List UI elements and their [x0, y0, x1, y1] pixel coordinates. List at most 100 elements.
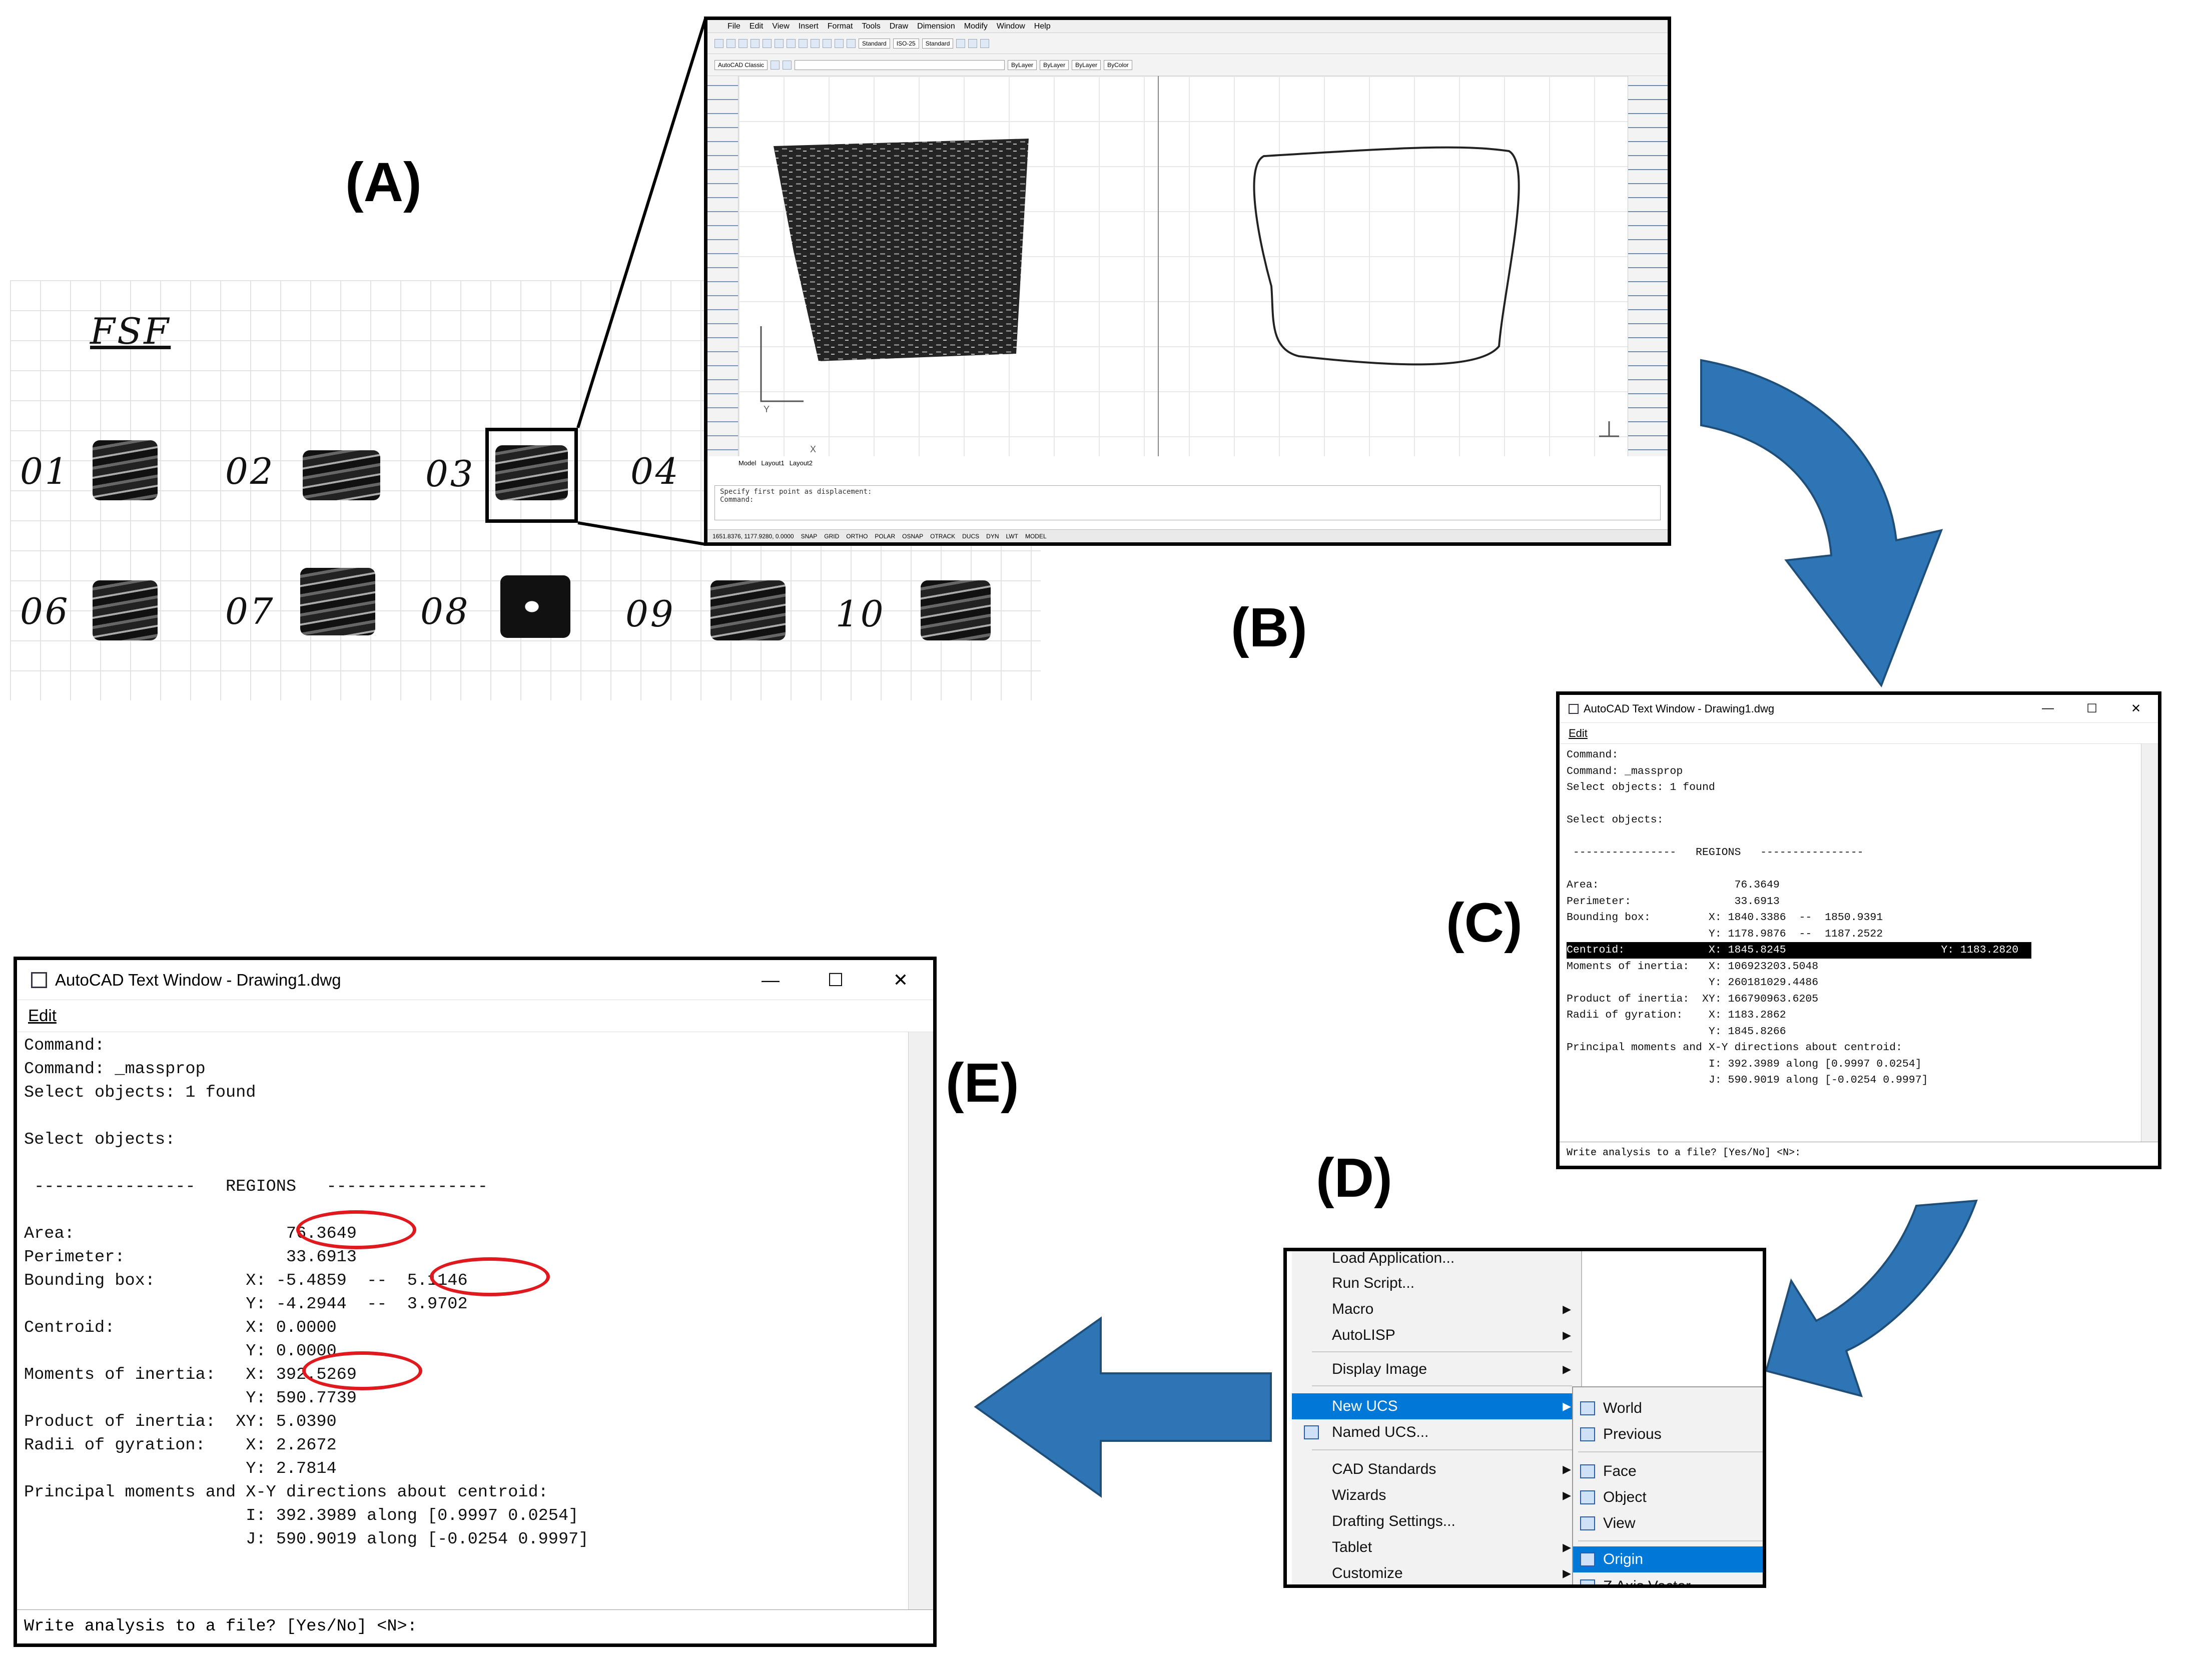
- color-layer-select[interactable]: ByLayer: [1008, 60, 1037, 70]
- menu-edit[interactable]: Edit: [28, 1006, 57, 1025]
- text-window-e: AutoCAD Text Window - Drawing1.dwg — ☐ ✕…: [14, 957, 937, 1647]
- modify-toolbar[interactable]: [1628, 76, 1668, 456]
- menu-help[interactable]: Help: [1034, 22, 1051, 31]
- menu-item-tablet[interactable]: Tablet▶: [1292, 1534, 1582, 1560]
- status-dyn[interactable]: DYN: [986, 532, 999, 540]
- tab-layout2[interactable]: Layout2: [789, 459, 813, 467]
- status-model[interactable]: MODEL: [1025, 532, 1047, 540]
- drawing-content: [760, 139, 1619, 437]
- paste-icon[interactable]: [787, 39, 796, 48]
- submenu-item-label: Object: [1603, 1489, 1647, 1505]
- submenu-item-object[interactable]: Object: [1573, 1484, 1763, 1510]
- menu-item-customize[interactable]: Customize▶: [1292, 1560, 1582, 1584]
- submenu-item-previous[interactable]: Previous: [1573, 1421, 1763, 1447]
- submenu-item-face[interactable]: Face: [1573, 1458, 1763, 1484]
- vertical-scrollbar[interactable]: [908, 1032, 933, 1609]
- menu-item-wizards[interactable]: Wizards▶: [1292, 1482, 1582, 1508]
- menu-insert[interactable]: Insert: [798, 22, 819, 31]
- layer-properties-icon[interactable]: [771, 60, 780, 70]
- tab-model[interactable]: Model: [739, 459, 757, 467]
- submenu-item-view[interactable]: View: [1573, 1510, 1763, 1536]
- status-ortho[interactable]: ORTHO: [846, 532, 868, 540]
- open-icon[interactable]: [726, 39, 735, 48]
- table-style-select[interactable]: Standard: [922, 38, 954, 49]
- pan-icon[interactable]: [823, 39, 832, 48]
- submenu-item-z-axis-vector[interactable]: Z Axis Vector: [1573, 1573, 1763, 1584]
- menu-item-macro[interactable]: Macro▶: [1292, 1296, 1582, 1322]
- tab-layout1[interactable]: Layout1: [761, 459, 785, 467]
- draw-toolbar[interactable]: [707, 76, 739, 456]
- layer-icon[interactable]: [956, 39, 966, 48]
- cut-icon[interactable]: [763, 39, 772, 48]
- maximize-button[interactable]: ☐: [2086, 702, 2097, 715]
- print-icon[interactable]: [751, 39, 760, 48]
- layer-state-icon[interactable]: [783, 60, 792, 70]
- command-line[interactable]: Specify first point as displacement: Com…: [714, 485, 1661, 520]
- highlight-ring-moment-x: [302, 1351, 422, 1390]
- menu-tools[interactable]: Tools: [862, 22, 881, 31]
- lineweight-select[interactable]: ByLayer: [1072, 60, 1101, 70]
- menu-draw[interactable]: Draw: [889, 22, 909, 31]
- menu-separator: [1312, 1385, 1572, 1386]
- menu-edit[interactable]: Edit: [749, 22, 764, 31]
- status-grid[interactable]: GRID: [824, 532, 840, 540]
- menu-format[interactable]: Format: [827, 22, 853, 31]
- submenu-item-world[interactable]: World: [1573, 1395, 1763, 1421]
- menu-edit[interactable]: Edit: [1569, 727, 1588, 739]
- menu-item-drafting-settings[interactable]: Drafting Settings...: [1292, 1508, 1582, 1534]
- command-prompt[interactable]: Write analysis to a file? [Yes/No] <N>:: [1560, 1142, 2158, 1166]
- text-style-select[interactable]: Standard: [859, 38, 890, 49]
- menu-item-load-application[interactable]: Load Application...: [1292, 1251, 1582, 1271]
- status-snap[interactable]: SNAP: [801, 532, 818, 540]
- zoom-icon[interactable]: [835, 39, 844, 48]
- paper-header: FSF: [90, 310, 171, 352]
- minimize-button[interactable]: —: [762, 969, 780, 990]
- status-polar[interactable]: POLAR: [875, 532, 896, 540]
- layer-icon[interactable]: [980, 39, 990, 48]
- properties-icon[interactable]: [847, 39, 856, 48]
- submenu-item-origin[interactable]: Origin: [1573, 1546, 1763, 1572]
- save-icon[interactable]: [739, 39, 748, 48]
- workspace-select[interactable]: AutoCAD Classic: [714, 60, 768, 70]
- dim-style-select[interactable]: ISO-25: [893, 38, 919, 49]
- status-osnap[interactable]: OSNAP: [902, 532, 924, 540]
- sample-label: 07: [225, 590, 275, 632]
- app-icon: [31, 972, 47, 988]
- submenu-arrow-icon: ▶: [1563, 1567, 1571, 1579]
- status-lwt[interactable]: LWT: [1006, 532, 1018, 540]
- menu-item-named-ucs[interactable]: Named UCS...: [1292, 1419, 1582, 1445]
- layer-select[interactable]: [795, 60, 1005, 70]
- plotstyle-select[interactable]: ByColor: [1104, 60, 1132, 70]
- layer-icon[interactable]: [968, 39, 978, 48]
- status-ducs[interactable]: DUCS: [962, 532, 980, 540]
- menu-dimension[interactable]: Dimension: [917, 22, 955, 31]
- submenu-item-label: Face: [1603, 1463, 1637, 1479]
- redo-icon[interactable]: [811, 39, 820, 48]
- menu-item-new-ucs[interactable]: New UCS▶: [1292, 1393, 1582, 1419]
- copy-icon[interactable]: [775, 39, 784, 48]
- new-icon[interactable]: [714, 39, 723, 48]
- menu-item-autolisp[interactable]: AutoLISP▶: [1292, 1322, 1582, 1348]
- menu-window[interactable]: Window: [996, 22, 1025, 31]
- vertical-scrollbar[interactable]: [2141, 744, 2158, 1142]
- menu-file[interactable]: File: [727, 22, 741, 31]
- menu-item-display-image[interactable]: Display Image▶: [1292, 1356, 1582, 1382]
- minimize-button[interactable]: —: [2042, 701, 2054, 715]
- menu-item-cad-standards[interactable]: CAD Standards▶: [1292, 1456, 1582, 1482]
- close-button[interactable]: ✕: [893, 969, 909, 990]
- menu-modify[interactable]: Modify: [964, 22, 988, 31]
- maximize-button[interactable]: ☐: [827, 969, 844, 990]
- ucs-origin-icon: [1580, 1552, 1595, 1566]
- linetype-select[interactable]: ByLayer: [1040, 60, 1069, 70]
- menu-item-run-script[interactable]: Run Script...: [1292, 1270, 1582, 1296]
- command-prompt[interactable]: Write analysis to a file? [Yes/No] <N>:: [17, 1609, 933, 1643]
- output-line: Product of inertia: XY: 5.0390: [24, 1412, 337, 1431]
- close-button[interactable]: ✕: [2130, 702, 2141, 715]
- undo-icon[interactable]: [799, 39, 808, 48]
- status-otrack[interactable]: OTRACK: [930, 532, 956, 540]
- sample-image: [500, 575, 570, 638]
- menu-view[interactable]: View: [772, 22, 790, 31]
- ucs-face-icon: [1580, 1464, 1595, 1478]
